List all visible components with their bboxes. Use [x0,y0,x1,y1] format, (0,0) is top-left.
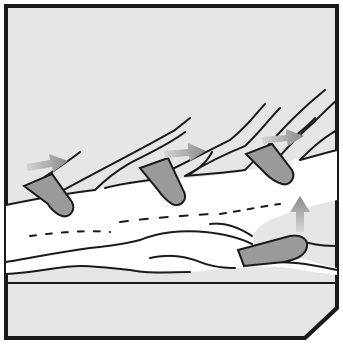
branch-cutting-diagram [0,0,343,344]
diagram-canvas [0,0,343,344]
